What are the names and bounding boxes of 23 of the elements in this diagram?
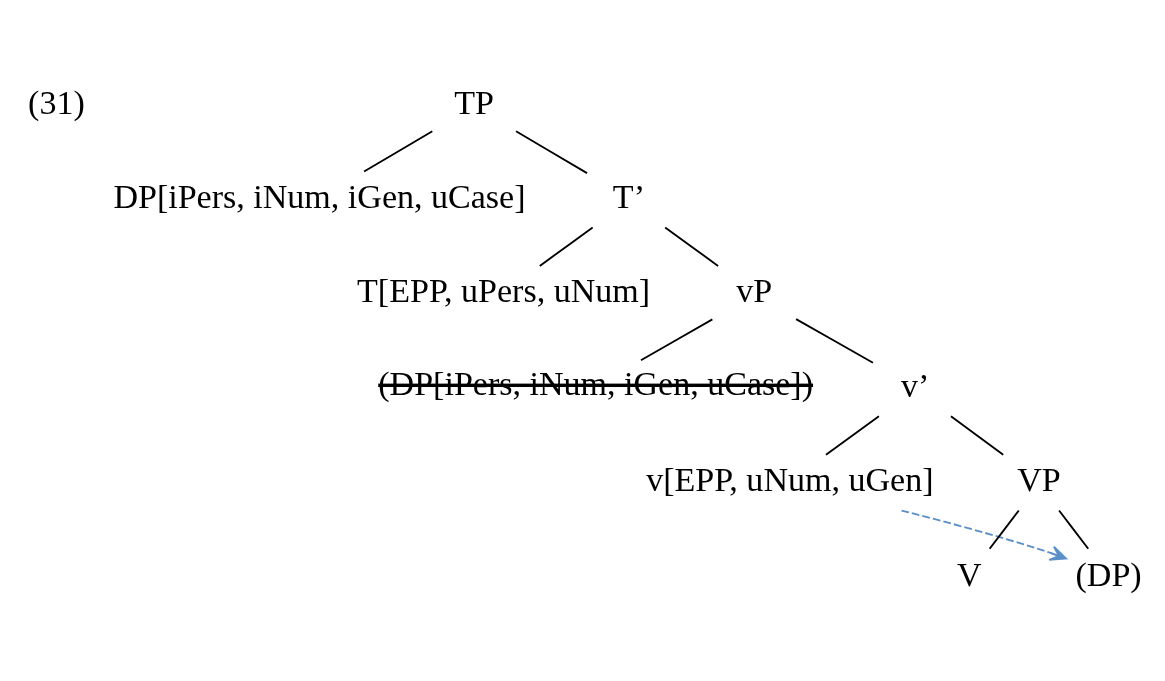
node-text: V bbox=[957, 555, 982, 593]
connector bbox=[515, 129, 588, 174]
node-text: TP bbox=[454, 83, 495, 121]
arrow bbox=[900, 509, 1068, 561]
label: (31) bbox=[28, 83, 85, 121]
connector bbox=[538, 225, 594, 267]
connector bbox=[363, 129, 434, 172]
node-text: (DP) bbox=[1075, 555, 1142, 593]
connector bbox=[664, 225, 719, 267]
node-text: DP[iPers, iNum, iGen, uCase] bbox=[113, 177, 526, 215]
node-text: vP bbox=[736, 271, 773, 309]
connector bbox=[640, 317, 714, 361]
connector bbox=[795, 317, 874, 364]
connector bbox=[1058, 509, 1090, 550]
node-text: T[EPP, uPers, uNum] bbox=[357, 271, 651, 309]
node-text: (DP[iPers, iNum, iGen, uCase]) bbox=[378, 364, 814, 402]
node-text: T’ bbox=[612, 177, 645, 215]
node-text: v’ bbox=[900, 366, 930, 404]
connector bbox=[825, 414, 880, 456]
node-text: VP bbox=[1017, 460, 1061, 498]
node-text: v[EPP, uNum, uGen] bbox=[646, 460, 934, 498]
connector bbox=[950, 414, 1005, 456]
connector bbox=[988, 509, 1020, 550]
